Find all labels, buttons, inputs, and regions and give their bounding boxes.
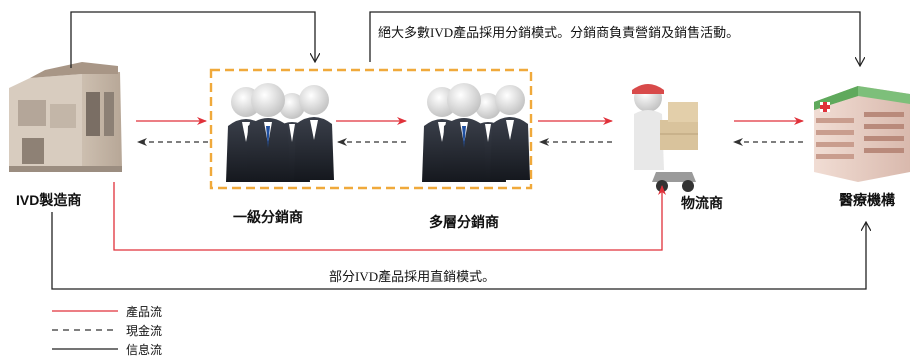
legend-info-label: 信息流: [126, 343, 163, 357]
businessmen-group-icon-2: [422, 83, 530, 182]
node-label-first-distributor: 一級分銷商: [233, 209, 303, 225]
node-label-logistics: 物流商: [681, 195, 723, 211]
node-label-medical: 醫療機構: [839, 192, 895, 208]
hospital-building-icon: [814, 86, 910, 182]
legend-cash-label: 現金流: [126, 324, 163, 338]
delivery-person-icon: [632, 84, 698, 192]
info-flow-arrows: [51, 11, 866, 290]
legend-product-label: 產品流: [126, 305, 163, 319]
factory-building-icon: [9, 62, 122, 172]
node-label-multi-distributor: 多層分銷商: [429, 214, 499, 230]
node-label-manufacturer: IVD製造商: [16, 192, 82, 208]
businessmen-group-icon-1: [226, 83, 334, 182]
distributor-group-box: [209, 68, 533, 190]
bottom-note: 部分IVD產品採用直銷模式。: [329, 269, 496, 284]
product-flow-arrows: [113, 117, 804, 251]
top-note: 絕大多數IVD產品採用分銷模式。分銷商負責營銷及銷售活動。: [378, 25, 740, 40]
